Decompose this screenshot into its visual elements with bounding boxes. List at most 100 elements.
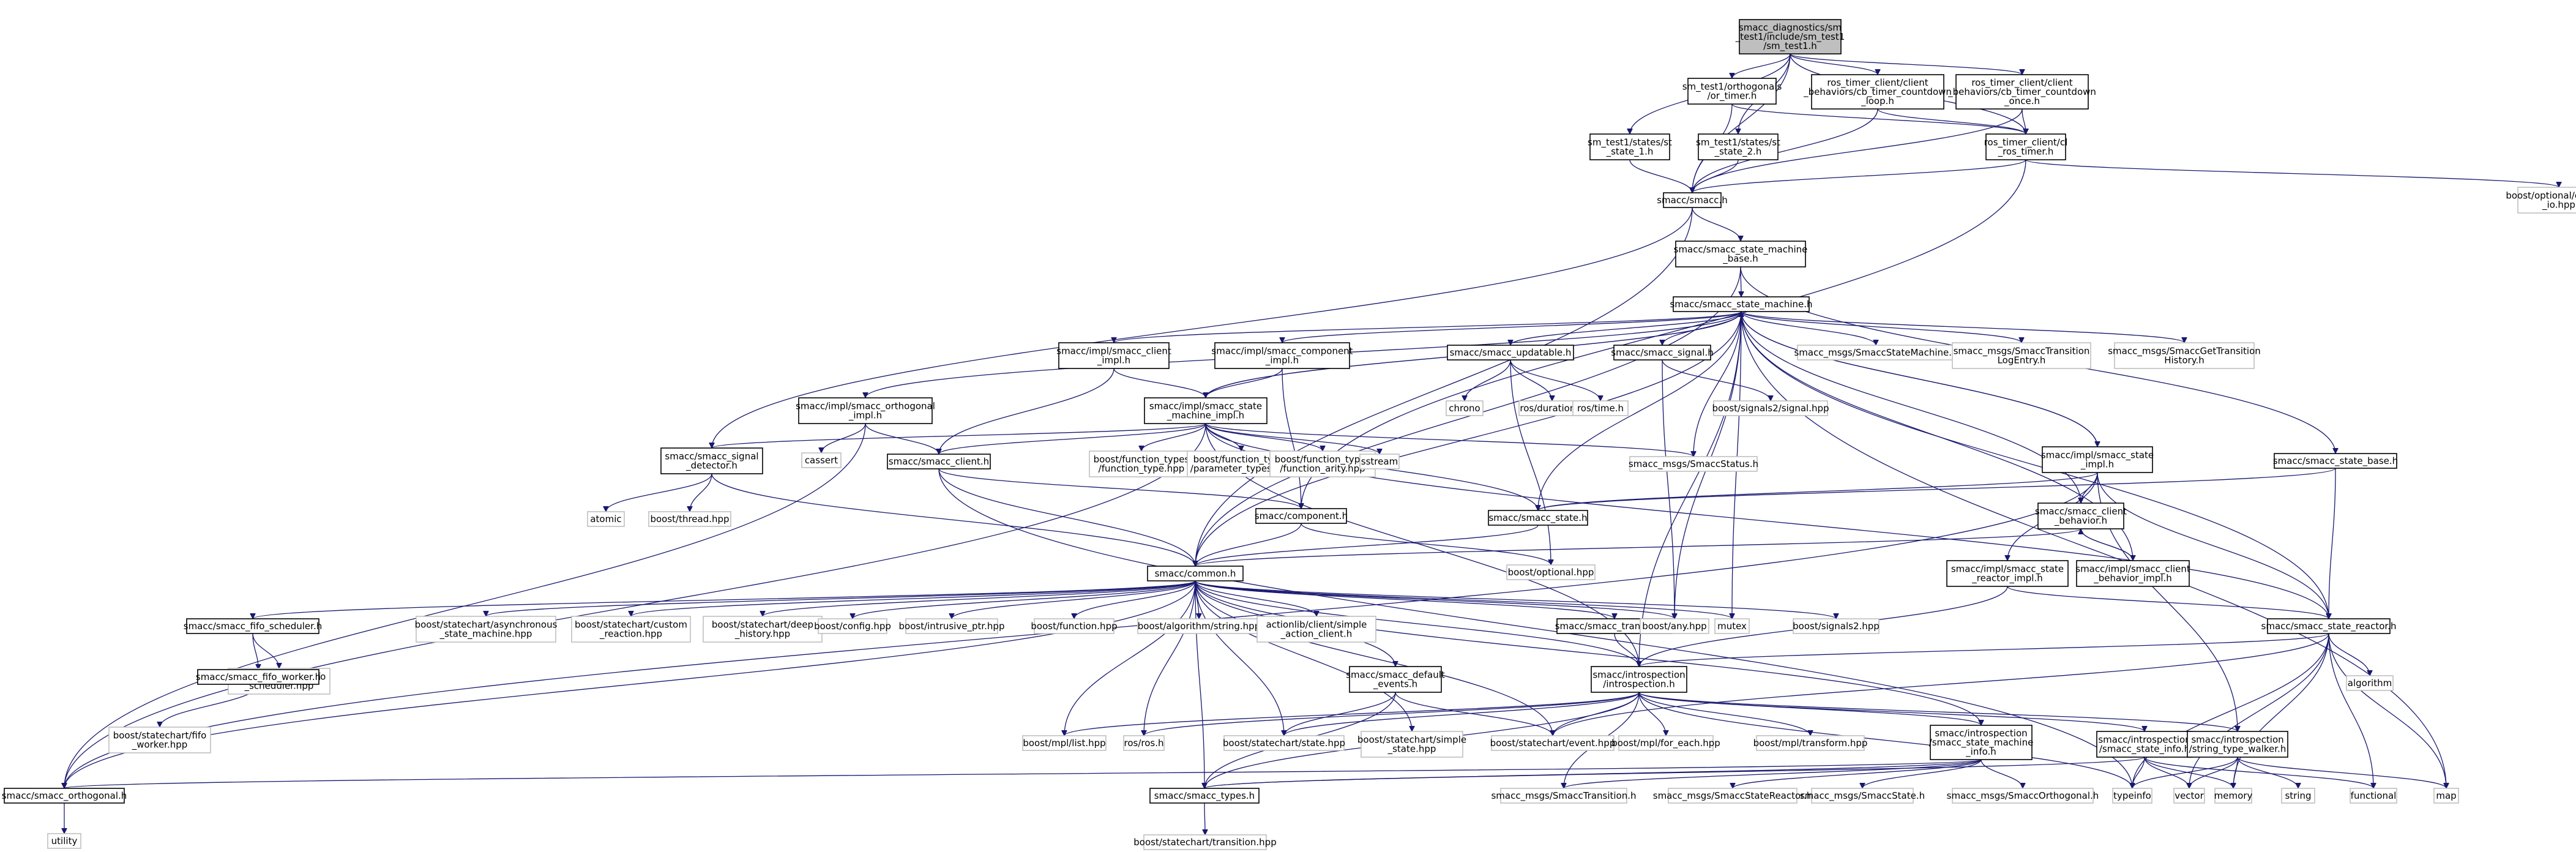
node-fifo-worker-hpp[interactable]: boost/statechart/fifo_worker.hpp bbox=[108, 727, 211, 753]
node-st-base[interactable]: smacc/smacc_state_base.h bbox=[2273, 453, 2398, 469]
node-function[interactable]: boost/function.hpp bbox=[1031, 618, 1118, 634]
node-reactor-impl[interactable]: smacc/impl/smacc_state_reactor_impl.h bbox=[1946, 560, 2069, 587]
node-ft-ft[interactable]: boost/function_types/function_type.hpp bbox=[1089, 450, 1194, 477]
node-functional[interactable]: functional bbox=[2350, 788, 2397, 804]
node-msg-sm[interactable]: smacc_msgs/SmaccStateMachine.h bbox=[1794, 345, 1958, 361]
node-client-h[interactable]: smacc/smacc_client.h bbox=[887, 454, 991, 469]
node-label: _behavior.h bbox=[2054, 515, 2107, 527]
node-async-sm[interactable]: boost/statechart/asynchronous_state_mach… bbox=[415, 616, 558, 643]
node-algorithm[interactable]: algorithm bbox=[2346, 675, 2394, 691]
node-custom-r[interactable]: boost/statechart/custom_reaction.hpp bbox=[571, 616, 691, 643]
node-mutex[interactable]: mutex bbox=[1714, 618, 1750, 634]
node-sc-event[interactable]: boost/statechart/event.hpp bbox=[1490, 735, 1616, 751]
node-common[interactable]: smacc/common.h bbox=[1147, 566, 1244, 581]
node-st-impl[interactable]: smacc/impl/smacc_state_impl.h bbox=[2041, 446, 2154, 473]
node-client-impl[interactable]: smacc/impl/smacc_client_impl.h bbox=[1056, 342, 1171, 369]
node-map[interactable]: map bbox=[2433, 788, 2459, 804]
node-orth-impl[interactable]: smacc/impl/smacc_orthogonal_impl.h bbox=[796, 397, 935, 424]
node-utility[interactable]: utility bbox=[47, 833, 81, 849]
node-for-each[interactable]: boost/mpl/for_each.hpp bbox=[1611, 735, 1720, 751]
node-sm-h[interactable]: smacc/smacc_state_machine.h bbox=[1670, 296, 1813, 312]
node-sm-info[interactable]: smacc/introspection/smacc_state_machine_… bbox=[1929, 725, 2034, 760]
node-msg-react[interactable]: smacc_msgs/SmaccStateReactor.h bbox=[1653, 788, 1813, 804]
node-reactor[interactable]: smacc/smacc_state_reactor.h bbox=[2261, 618, 2397, 634]
node-transition-hpp[interactable]: boost/statechart/transition.hpp bbox=[1133, 834, 1277, 850]
node-chrono[interactable]: chrono bbox=[1446, 400, 1484, 416]
node-orthogonal[interactable]: smacc/smacc_orthogonal.h bbox=[2, 788, 127, 804]
node-smacc[interactable]: smacc/smacc.h bbox=[1657, 192, 1728, 208]
node-cassert[interactable]: cassert bbox=[801, 452, 842, 468]
node-deep-h[interactable]: boost/statechart/deep_history.hpp bbox=[703, 616, 823, 643]
node-string[interactable]: string bbox=[2281, 788, 2315, 804]
node-label: _impl.h bbox=[848, 410, 882, 422]
node-state-h[interactable]: smacc/smacc_state.h bbox=[1488, 510, 1588, 526]
node-cb-impl[interactable]: smacc/impl/smacc_client_behavior_impl.h bbox=[2075, 560, 2190, 587]
node-msg-state[interactable]: smacc_msgs/SmaccState.h bbox=[1800, 788, 1925, 804]
node-vector[interactable]: vector bbox=[2173, 788, 2205, 804]
edge-common-to-config bbox=[853, 580, 1196, 619]
node-sc-state[interactable]: boost/statechart/state.hpp bbox=[1223, 735, 1345, 751]
node-msg-status[interactable]: smacc_msgs/SmaccStatus.h bbox=[1629, 456, 1758, 472]
node-box bbox=[2346, 675, 2394, 691]
node-introspection[interactable]: smacc/introspection/introspection.h bbox=[1591, 666, 1687, 693]
node-algo-str[interactable]: boost/algorithm/string.hpp bbox=[1137, 618, 1261, 634]
node-sm[interactable]: smacc_diagnostics/sm_test1/include/sm_te… bbox=[1735, 19, 1845, 54]
node-type-walker[interactable]: smacc/introspection/string_type_walker.h bbox=[2187, 731, 2288, 758]
node-cli-beh[interactable]: smacc/smacc_client_behavior.h bbox=[2035, 503, 2127, 529]
edge-introspection-to-state-info bbox=[1638, 692, 2145, 732]
node-label: ros/duration.h bbox=[1520, 403, 1584, 414]
node-memory[interactable]: memory bbox=[2214, 788, 2253, 804]
node-opt-io[interactable]: boost/optional/optional_io.hpp bbox=[2506, 187, 2576, 214]
node-box bbox=[798, 397, 933, 424]
node-cl-timer[interactable]: ros_timer_client/cl_ros_timer.h bbox=[1984, 133, 2068, 160]
node-updatable[interactable]: smacc/smacc_updatable.h bbox=[1447, 345, 1574, 361]
node-cb-loop[interactable]: ros_timer_client/client_behaviors/cb_tim… bbox=[1803, 74, 1952, 110]
node-component[interactable]: smacc/component.h bbox=[1255, 508, 1348, 524]
node-box bbox=[818, 618, 887, 634]
node-def-events[interactable]: smacc/smacc_default_events.h bbox=[1346, 666, 1445, 693]
node-mpl-list[interactable]: boost/mpl/list.hpp bbox=[1022, 735, 1107, 751]
node-rostime[interactable]: ros/time.h bbox=[1572, 400, 1629, 416]
node-box bbox=[1223, 735, 1345, 751]
node-config[interactable]: boost/config.hpp bbox=[814, 618, 891, 634]
node-label: _events.h bbox=[1373, 679, 1417, 690]
node-signals2-sig[interactable]: boost/signals2/signal.hpp bbox=[1712, 400, 1829, 416]
node-rosros[interactable]: ros/ros.h bbox=[1123, 735, 1165, 751]
node-thread[interactable]: boost/thread.hpp bbox=[648, 511, 731, 527]
node-signal-h[interactable]: smacc/smacc_signal.h bbox=[1611, 345, 1714, 361]
node-optional[interactable]: boost/optional.hpp bbox=[1506, 564, 1596, 580]
node-box bbox=[1143, 834, 1267, 850]
node-msg-orth[interactable]: smacc_msgs/SmaccOrthogonal.h bbox=[1947, 788, 2099, 804]
node-msg-trans[interactable]: smacc_msgs/SmaccTransition.h bbox=[1491, 788, 1637, 804]
edge-state-info-to-types bbox=[1204, 757, 2145, 789]
node-sstream[interactable]: sstream bbox=[1359, 454, 1400, 469]
node-mpl-transform[interactable]: boost/mpl/transform.hpp bbox=[1753, 735, 1868, 751]
node-cb-once[interactable]: ros_timer_client/client_behaviors/cb_tim… bbox=[1947, 74, 2096, 110]
node-signals2[interactable]: boost/signals2.hpp bbox=[1793, 618, 1880, 634]
node-fifo-worker[interactable]: smacc/smacc_fifo_worker.h bbox=[196, 669, 321, 685]
node-box bbox=[587, 511, 625, 527]
node-state-info[interactable]: smacc/introspection/smacc_state_info.h bbox=[2096, 731, 2193, 758]
node-types[interactable]: smacc/smacc_types.h bbox=[1149, 788, 1260, 804]
node-fifo-sched[interactable]: smacc/smacc_fifo_scheduler.h bbox=[184, 618, 322, 634]
node-simple-state[interactable]: boost/statechart/simple_state.hpp bbox=[1357, 731, 1466, 758]
node-box bbox=[1506, 564, 1596, 580]
node-orth-timer[interactable]: sm_test1/orthogonals/or_timer.h bbox=[1682, 78, 1782, 105]
node-sig-det[interactable]: smacc/smacc_signal_detector.h bbox=[660, 447, 763, 474]
node-atomic[interactable]: atomic bbox=[587, 511, 625, 527]
node-box bbox=[108, 727, 211, 753]
node-ft-fa[interactable]: boost/function_types/function_arity.hpp bbox=[1269, 450, 1376, 477]
node-any[interactable]: boost/any.hpp bbox=[1640, 618, 1709, 634]
node-intrusive[interactable]: boost/intrusive_ptr.hpp bbox=[899, 618, 1005, 634]
node-typeinfo[interactable]: typeinfo bbox=[2112, 788, 2152, 804]
node-st1[interactable]: sm_test1/states/st_state_1.h bbox=[1588, 133, 1672, 160]
node-label: algorithm bbox=[2348, 678, 2392, 689]
node-comp-impl[interactable]: smacc/impl/smacc_component_impl.h bbox=[1211, 342, 1353, 369]
node-st2[interactable]: sm_test1/states/st_state_2.h bbox=[1696, 133, 1780, 160]
node-box bbox=[2037, 503, 2124, 529]
node-actionlib[interactable]: actionlib/client/simple_action_client.h bbox=[1256, 616, 1376, 643]
node-smbase[interactable]: smacc/smacc_state_machine_base.h bbox=[1674, 241, 1808, 267]
node-sm-impl[interactable]: smacc/impl/smacc_state_machine_impl.h bbox=[1144, 397, 1267, 424]
